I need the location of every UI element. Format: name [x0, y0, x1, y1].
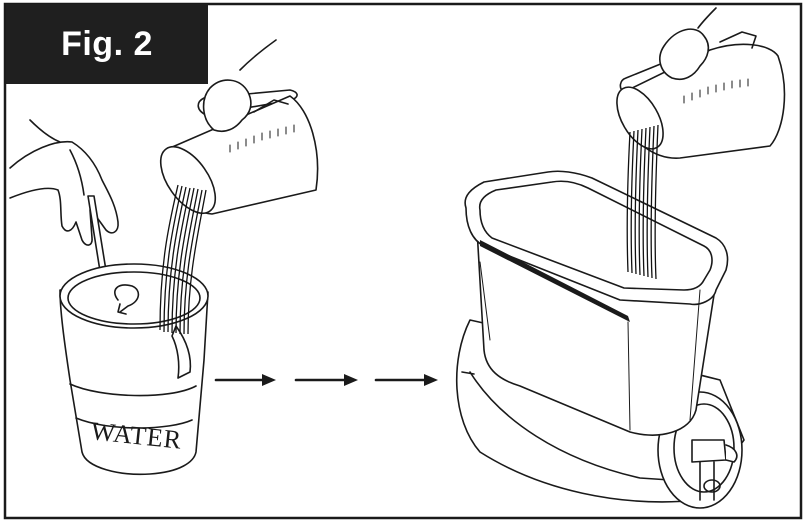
pour-stream-left: [159, 184, 207, 335]
stirring-hand-icon: [9, 119, 119, 246]
water-pitcher-icon: [59, 263, 209, 476]
pour-stream-right: [626, 124, 659, 280]
dispenser-bowl-icon: [455, 170, 745, 509]
measuring-cup-right-icon: [616, 7, 786, 159]
arrow-2: [294, 374, 358, 386]
progress-arrows: [214, 374, 438, 386]
measuring-cup-left-icon: [159, 39, 319, 215]
figure-border: [3, 2, 803, 520]
figure-label: Fig. 2: [6, 4, 208, 84]
arrow-3: [374, 374, 438, 386]
arrow-1: [214, 374, 276, 386]
